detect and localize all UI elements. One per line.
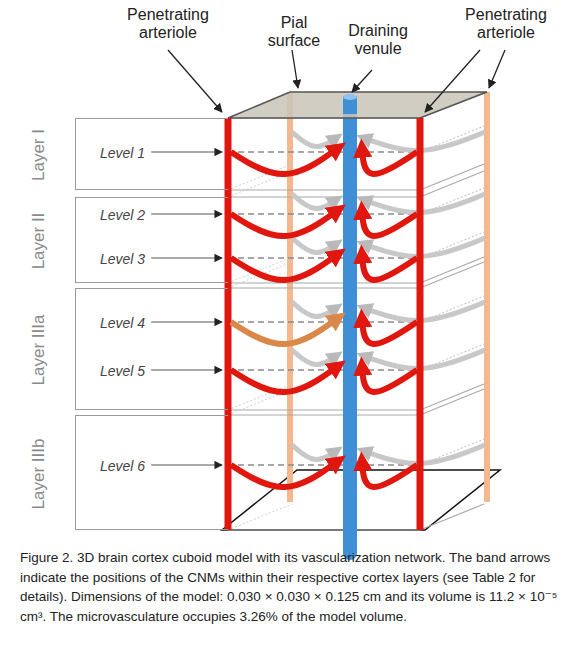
back-arteriole	[484, 92, 490, 502]
leader-line	[151, 213, 222, 214]
back-capillary-arc	[364, 302, 485, 320]
leader-line	[425, 50, 480, 112]
capillary-arc	[231, 148, 338, 174]
level-name: Level 4	[100, 315, 145, 331]
back-capillary-arc	[292, 194, 336, 208]
leader-line	[489, 50, 505, 88]
layer-name: Layer II	[29, 213, 49, 270]
layer-name: Layer I	[29, 129, 49, 181]
back-capillary-arc	[364, 132, 485, 150]
level-plane	[228, 321, 420, 323]
vessel-label: Pial surface	[258, 14, 330, 49]
level-name: Level 3	[100, 251, 145, 267]
back-capillary-arc	[292, 132, 336, 146]
leader-line	[168, 50, 222, 112]
capillary-arc	[231, 366, 338, 392]
figure-caption: Figure 2. 3D brain cortex cuboid model w…	[20, 548, 568, 626]
back-capillary-arc	[364, 238, 485, 256]
leader-line	[352, 70, 372, 92]
back-capillary-arc	[292, 445, 336, 459]
capillary-arc	[362, 148, 417, 174]
capillary-arc	[231, 461, 338, 487]
layer-box: Layer IIIaLevel 4Level 5	[75, 288, 228, 410]
layer-name: Layer IIIb	[29, 438, 49, 509]
level-plane	[228, 369, 420, 371]
leader-line	[151, 257, 222, 258]
bottom-plane	[222, 470, 500, 530]
level-name: Level 6	[100, 458, 145, 474]
level-plane	[228, 257, 420, 259]
back-capillary-arc	[292, 350, 336, 364]
capillary-arc	[231, 254, 338, 280]
back-capillary-arc	[292, 302, 336, 316]
level-name: Level 5	[100, 363, 145, 379]
layer-box: Layer ILevel 1	[75, 118, 228, 190]
level-name: Level 1	[100, 145, 145, 161]
capillary-arc	[362, 210, 417, 236]
vessel-label: Penetrating arteriole	[446, 6, 566, 41]
layer-boundary	[228, 504, 292, 530]
leader-line	[292, 50, 298, 88]
level-plane	[228, 151, 420, 153]
draining-venule	[343, 100, 357, 560]
capillary-arc	[362, 366, 417, 392]
back-capillary-arc	[364, 194, 485, 212]
level-plane	[228, 464, 420, 466]
capillary-arc	[231, 318, 338, 344]
vessel-label: Penetrating arteriole	[108, 6, 228, 41]
leader-line	[151, 464, 222, 465]
back-arteriole	[287, 92, 293, 502]
capillary-arc	[362, 318, 417, 344]
leader-line	[151, 151, 222, 152]
level-name: Level 2	[100, 207, 145, 223]
capillary-arc	[231, 210, 338, 236]
venule-top	[343, 94, 357, 100]
back-capillary-arc	[364, 445, 485, 463]
vessel-label: Draining venule	[336, 22, 420, 57]
layer-box: Layer IIIbLevel 6	[75, 415, 228, 530]
layer-box: Layer IILevel 2Level 3	[75, 197, 228, 283]
capillary-arc	[362, 461, 417, 487]
level-plane	[228, 213, 420, 215]
back-capillary-arc	[364, 350, 485, 368]
pial-surface	[228, 92, 487, 118]
layer-name: Layer IIIa	[29, 315, 49, 386]
leader-line	[151, 321, 222, 322]
back-capillary-arc	[292, 238, 336, 252]
capillary-arc	[362, 254, 417, 280]
leader-line	[151, 369, 222, 370]
